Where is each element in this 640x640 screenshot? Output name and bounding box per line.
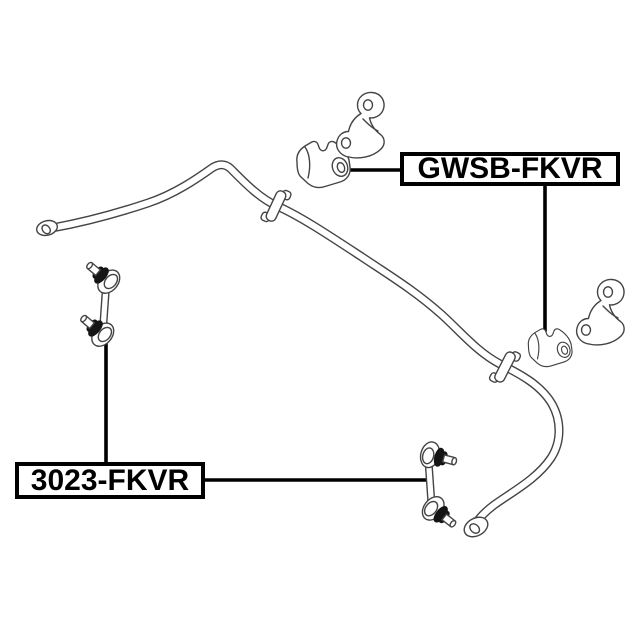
mounting-bracket-top bbox=[335, 91, 385, 159]
part-label-bushing-kit: GWSB-FKVR bbox=[400, 152, 620, 186]
bar-fill bbox=[48, 161, 563, 529]
part-number-link-kit: 3023-FKVR bbox=[30, 463, 190, 497]
bar-eye-left bbox=[35, 219, 59, 237]
bar-collar-left bbox=[260, 189, 292, 223]
stabilizer-link-bottom bbox=[417, 439, 464, 537]
part-label-link-kit: 3023-FKVR bbox=[15, 462, 205, 499]
bar-collar-right bbox=[488, 351, 522, 383]
part-number-bushing-kit: GWSB-FKVR bbox=[417, 152, 603, 185]
bar-eye-right bbox=[463, 516, 489, 538]
stabilizer-bar bbox=[35, 160, 564, 538]
stabilizer-bushing-right bbox=[527, 328, 573, 368]
leader-lines bbox=[104, 168, 547, 482]
stabilizer-link-left bbox=[72, 253, 125, 352]
mounting-bracket-right bbox=[575, 278, 625, 346]
